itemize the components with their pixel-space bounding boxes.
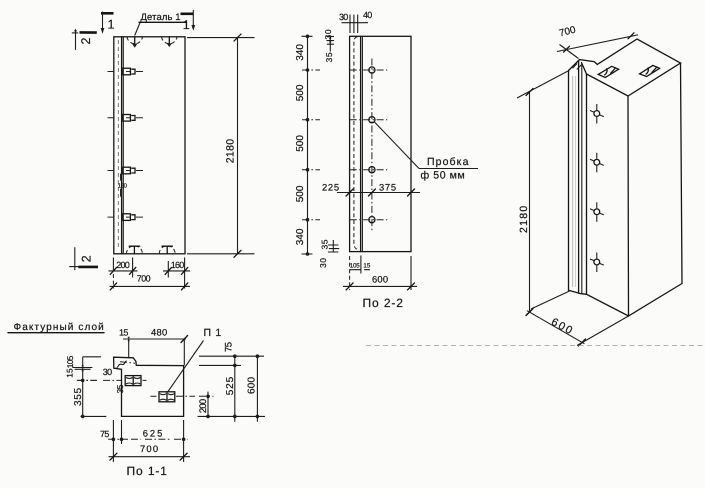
svg-text:500: 500 bbox=[295, 84, 306, 101]
svg-text:2: 2 bbox=[79, 255, 93, 262]
svg-text:75: 75 bbox=[100, 429, 109, 439]
svg-text:Деталь 1: Деталь 1 bbox=[141, 12, 181, 23]
svg-text:По 1-1: По 1-1 bbox=[127, 464, 168, 478]
svg-text:30: 30 bbox=[339, 12, 348, 22]
svg-text:500: 500 bbox=[295, 185, 306, 202]
svg-text:35: 35 bbox=[324, 52, 334, 63]
svg-text:П 1: П 1 bbox=[204, 327, 222, 339]
svg-text:35: 35 bbox=[320, 239, 330, 249]
svg-text:500: 500 bbox=[295, 135, 306, 152]
svg-text:40: 40 bbox=[363, 10, 372, 20]
svg-text:375: 375 bbox=[379, 181, 397, 192]
svg-text:35: 35 bbox=[115, 384, 125, 393]
svg-text:700: 700 bbox=[137, 273, 151, 283]
svg-text:2180: 2180 bbox=[224, 139, 236, 164]
svg-text:30: 30 bbox=[318, 258, 328, 268]
svg-text:600: 600 bbox=[372, 273, 388, 284]
svg-text:По 2-2: По 2-2 bbox=[363, 296, 404, 310]
svg-text:Пробка: Пробка bbox=[427, 156, 470, 168]
svg-text:625: 625 bbox=[143, 427, 165, 438]
svg-text:30: 30 bbox=[323, 29, 333, 40]
svg-text:200: 200 bbox=[116, 260, 129, 270]
svg-text:700: 700 bbox=[558, 25, 577, 40]
svg-text:2180: 2180 bbox=[518, 204, 530, 233]
svg-text:15: 15 bbox=[119, 328, 128, 338]
svg-text:200: 200 bbox=[198, 399, 209, 413]
svg-text:15: 15 bbox=[363, 262, 370, 269]
svg-text:2: 2 bbox=[79, 38, 93, 45]
svg-text:15: 15 bbox=[65, 368, 75, 378]
svg-text:120: 120 bbox=[118, 183, 128, 190]
svg-text:105: 105 bbox=[65, 355, 75, 368]
svg-text:75: 75 bbox=[224, 342, 235, 352]
svg-text:340: 340 bbox=[295, 44, 306, 61]
svg-text:480: 480 bbox=[151, 326, 168, 337]
svg-text:525: 525 bbox=[225, 376, 236, 395]
svg-text:700: 700 bbox=[140, 443, 159, 454]
svg-text:1: 1 bbox=[108, 17, 115, 31]
svg-text:600: 600 bbox=[246, 376, 257, 394]
svg-text:225: 225 bbox=[322, 181, 340, 192]
svg-text:30: 30 bbox=[103, 367, 112, 377]
svg-text:355: 355 bbox=[73, 387, 84, 406]
svg-text:160: 160 bbox=[171, 260, 184, 270]
svg-text:Фактурный слой: Фактурный слой bbox=[14, 322, 105, 333]
svg-text:105: 105 bbox=[350, 262, 360, 269]
svg-text:1: 1 bbox=[183, 18, 190, 32]
svg-text:600: 600 bbox=[549, 316, 576, 338]
svg-text:340: 340 bbox=[295, 228, 306, 245]
svg-text:ф 50 мм: ф 50 мм bbox=[421, 170, 466, 182]
